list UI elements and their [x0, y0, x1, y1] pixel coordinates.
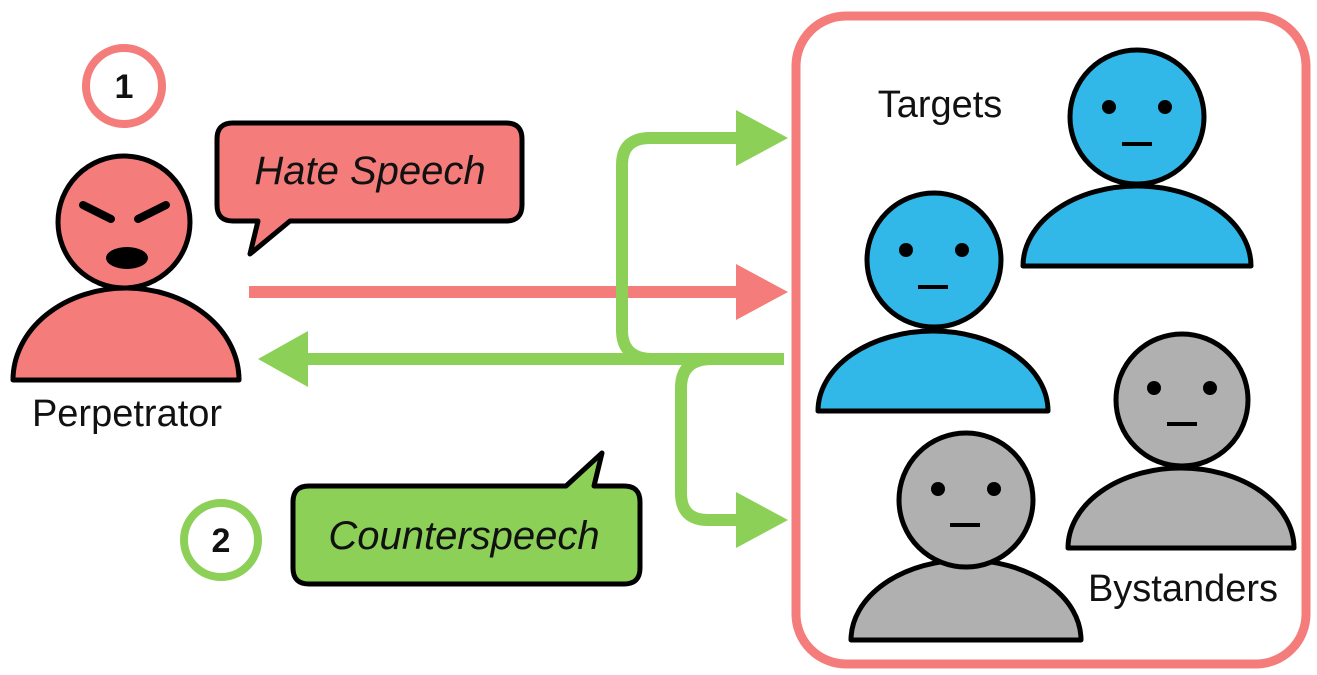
- counterspeech-bubble: Counterspeech: [290, 450, 643, 587]
- target-person-1: [1020, 47, 1254, 269]
- neutral-face-icon: [931, 482, 1001, 527]
- step-2-marker: 2: [180, 499, 262, 581]
- counterspeech-to-targets-arrow: [616, 132, 742, 365]
- bystander-person-1: [1065, 331, 1297, 551]
- counterspeech-text: Counterspeech: [328, 514, 599, 558]
- bystander-person-2: [848, 430, 1084, 643]
- audience-box: [791, 11, 1311, 669]
- perpetrator-head: [55, 153, 193, 291]
- hate-speech-arrow: [249, 264, 788, 320]
- counterspeech-arrows: [305, 132, 784, 526]
- perpetrator-figure: Perpetrator: [10, 153, 242, 435]
- step-1-number: 1: [115, 68, 134, 106]
- hate-speech-bubble: Hate Speech: [214, 120, 525, 257]
- perpetrator-label: Perpetrator: [32, 393, 222, 435]
- neutral-face-icon: [1147, 381, 1217, 426]
- hate-speech-text: Hate Speech: [254, 149, 485, 193]
- step-1-marker: 1: [82, 44, 166, 128]
- neutral-face-icon: [1102, 100, 1172, 146]
- counterspeech-to-bystanders-arrow: [675, 353, 742, 526]
- counterspeech-arrowheads: [258, 110, 788, 548]
- step-2-number: 2: [212, 522, 231, 560]
- targets-label: Targets: [878, 84, 1003, 126]
- perpetrator-body: [10, 285, 242, 383]
- neutral-face-icon: [899, 243, 969, 289]
- angry-face-icon: [79, 201, 170, 269]
- bystanders-label: Bystanders: [1088, 568, 1278, 610]
- target-person-2: [815, 190, 1051, 414]
